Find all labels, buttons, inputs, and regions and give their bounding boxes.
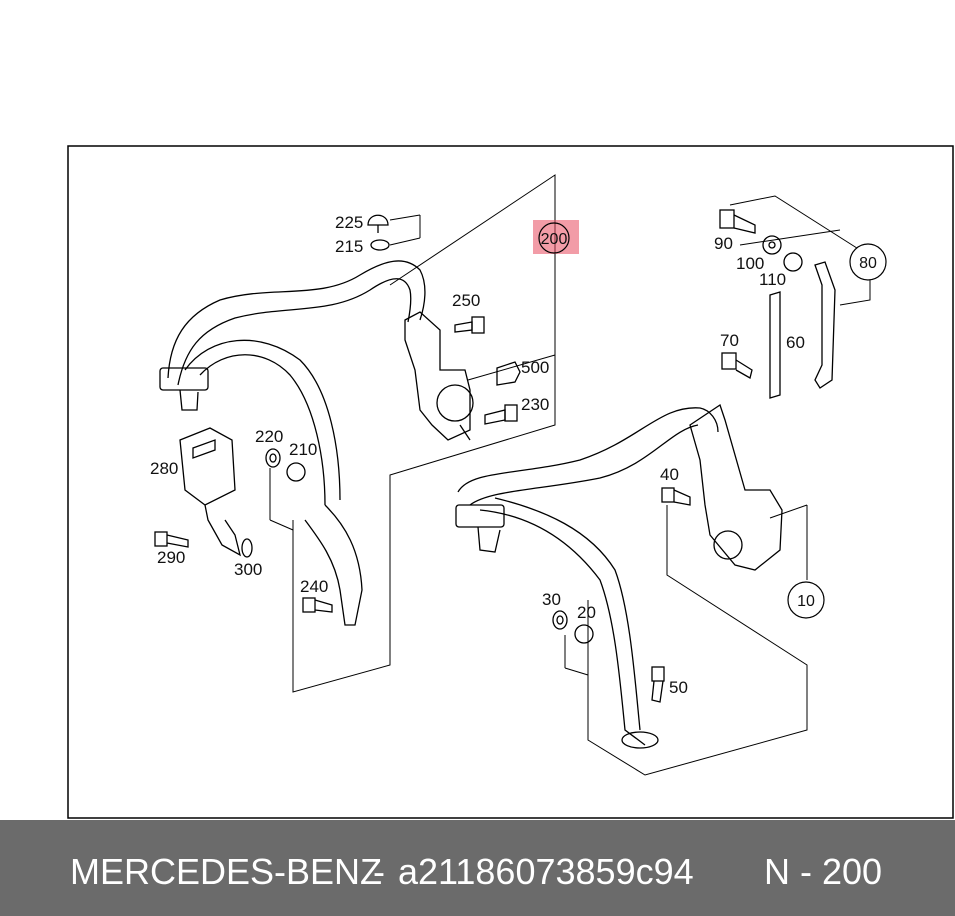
part-label: 280 <box>150 459 178 478</box>
callout-label: 80 <box>859 255 877 272</box>
callout-circle <box>849 243 887 281</box>
callout-highlight <box>533 220 579 254</box>
group-200-outline <box>292 174 556 693</box>
separator: - <box>373 851 385 892</box>
right-belt-assembly <box>455 403 783 749</box>
part-label: 500 <box>521 358 549 377</box>
part-label: 230 <box>521 395 549 414</box>
callout-label: 10 <box>797 593 815 610</box>
part-label: 240 <box>300 577 328 596</box>
diagram-canvas: 225 215 250 500 230 220 210 280 290 300 … <box>67 145 954 819</box>
callout-10[interactable]: 10 <box>787 581 825 619</box>
part-label: 70 <box>720 331 739 350</box>
brand-name: MERCEDES-BENZ <box>70 851 383 892</box>
part-number: a21186073859c94 <box>398 851 694 892</box>
diagram-frame <box>67 145 954 819</box>
part-label: 30 <box>542 590 561 609</box>
callout-circle <box>787 581 825 619</box>
left-belt-assembly <box>154 214 521 626</box>
part-label: 110 <box>759 270 786 289</box>
part-label: 100 <box>736 254 764 273</box>
anchor-hardware <box>719 209 836 399</box>
part-label: 20 <box>577 603 596 622</box>
parts-diagram: 225 215 250 500 230 220 210 280 290 300 … <box>67 145 954 819</box>
part-label: 60 <box>786 333 805 352</box>
callout-circle <box>538 222 570 254</box>
callout-80[interactable]: 80 <box>849 243 887 281</box>
part-label: 250 <box>452 291 480 310</box>
group-10-outline <box>587 505 808 776</box>
part-labels: 225 215 250 500 230 220 210 280 290 300 … <box>150 213 805 697</box>
part-label: 225 <box>335 213 363 232</box>
part-label: 220 <box>255 427 283 446</box>
part-label: 300 <box>234 560 262 579</box>
part-label: 50 <box>669 678 688 697</box>
callout-200[interactable]: 200 <box>533 220 579 254</box>
part-label: 210 <box>289 440 317 459</box>
page-reference: N - 200 <box>764 851 883 892</box>
part-label: 90 <box>714 234 733 253</box>
caption-bar: MERCEDES-BENZ - a21186073859c94 N - 200 <box>0 820 955 916</box>
group-80-outline <box>729 195 861 251</box>
part-label: 215 <box>335 237 363 256</box>
part-label: 290 <box>157 548 185 567</box>
callout-label: 200 <box>541 231 568 248</box>
part-label: 40 <box>660 465 679 484</box>
